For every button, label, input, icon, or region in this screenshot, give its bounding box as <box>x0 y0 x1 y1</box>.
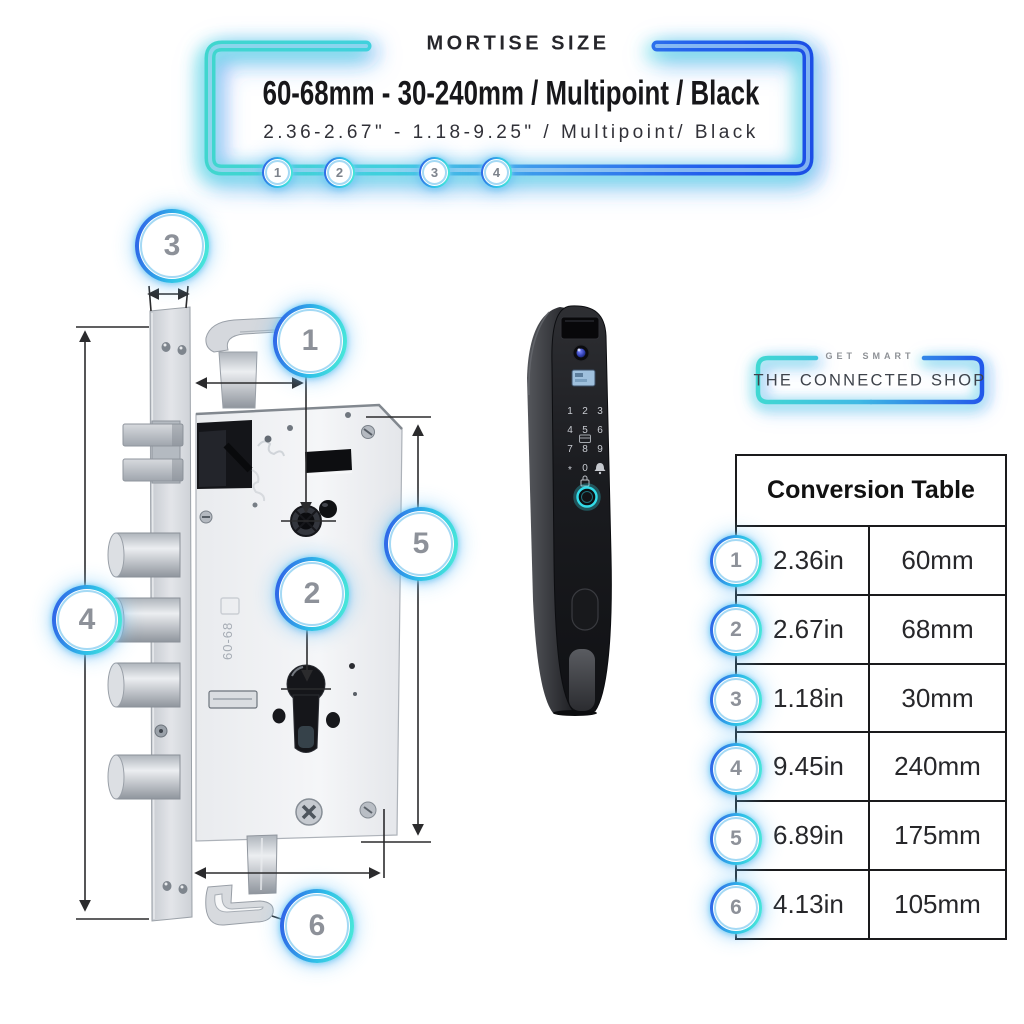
table-marker-label: 2 <box>730 618 742 641</box>
diagram-callout-3: 3 <box>135 209 209 283</box>
banner-marker-label: 2 <box>335 165 344 180</box>
latch-guide-cylinder <box>218 351 258 409</box>
bottom-panel <box>569 649 595 711</box>
key-7: 7 <box>567 444 573 455</box>
euro-cylinder <box>272 664 340 753</box>
millimeters-cell: 68mm <box>901 613 974 644</box>
banner-frame <box>204 40 814 176</box>
fingerprint-ring <box>573 483 601 511</box>
conversion-table-title: Conversion Table <box>737 456 1005 527</box>
table-row: 1.18in 30mm <box>737 664 1005 734</box>
callout-label: 5 <box>412 527 430 560</box>
key-6: 6 <box>597 425 603 436</box>
key-3: 3 <box>597 406 603 417</box>
dark-slot <box>305 449 352 473</box>
millimeters-cell: 30mm <box>901 682 974 713</box>
diagram-callout-2: 2 <box>275 557 349 631</box>
card-icon <box>579 434 591 443</box>
millimeters-cell: 60mm <box>901 544 974 575</box>
inches-cell: 1.18in <box>737 664 870 732</box>
logo-frame <box>755 355 985 405</box>
table-marker-label: 5 <box>730 827 742 850</box>
sensor-window <box>560 316 600 340</box>
key-2: 2 <box>582 406 588 417</box>
lock-icon <box>580 475 590 487</box>
table-marker-label: 1 <box>730 549 742 572</box>
table-row: 6.89in 175mm <box>737 802 1005 872</box>
banner-marker-1: 1 <box>262 157 293 188</box>
callout-label: 2 <box>303 577 321 610</box>
key-star: * <box>568 465 572 476</box>
table-marker-6: 6 <box>710 882 762 934</box>
inches-cell: 9.45in <box>737 733 870 801</box>
table-row: 2.67in 68mm <box>737 595 1005 665</box>
banner-marker-label: 1 <box>273 165 282 180</box>
logo-tagline: GET SMART <box>825 351 915 361</box>
logo-brand-name: THE CONNECTED SHOP <box>753 371 987 390</box>
banner-subheadline: 2.36-2.67" - 1.18-9.25" / Multipoint/ Bl… <box>263 122 759 143</box>
banner-marker-3: 3 <box>419 157 450 188</box>
diagram-callout-5: 5 <box>384 507 458 581</box>
table-marker-label: 6 <box>730 896 742 919</box>
diagram-callout-6: 6 <box>280 889 354 963</box>
status-screen <box>571 369 596 387</box>
table-row: 9.45in 240mm <box>737 733 1005 803</box>
body-stamp: 60-68 <box>220 622 235 660</box>
banner-title: MORTISE SIZE <box>426 32 610 55</box>
banner-marker-label: 3 <box>430 165 439 180</box>
camera-lens <box>572 344 590 362</box>
key-9: 9 <box>597 444 603 455</box>
conversion-table: Conversion Table 2.36in 60mm 2.67in 68mm… <box>735 454 1007 940</box>
bottom-hook-bolt <box>205 884 274 926</box>
callout-label: 4 <box>78 603 96 636</box>
millimeters-cell: 240mm <box>894 751 981 782</box>
banner-marker-label: 4 <box>492 165 501 180</box>
key-cover-button <box>571 588 599 631</box>
millimeters-cell: 105mm <box>894 889 981 920</box>
key-0: 0 <box>582 463 588 474</box>
table-row: 2.36in 60mm <box>737 527 1005 596</box>
table-row: 4.13in 105mm <box>737 871 1005 938</box>
mortise-lock-diagram: 60-68 <box>107 306 403 926</box>
key-5: 5 <box>582 425 588 436</box>
diagram-callout-4: 4 <box>52 585 122 655</box>
deadbolt-cylinders <box>107 532 181 800</box>
table-marker-label: 3 <box>730 688 742 711</box>
banner-headline: 60-68mm - 30-240mm / Multipoint / Black <box>262 74 760 113</box>
key-4: 4 <box>567 425 573 436</box>
table-marker-5: 5 <box>710 813 762 865</box>
key-1: 1 <box>567 406 573 417</box>
banner-marker-4: 4 <box>481 157 512 188</box>
inches-cell: 2.67in <box>737 595 870 663</box>
table-marker-4: 4 <box>710 743 762 795</box>
smart-lock-product: 1 2 3 4 5 6 7 8 9 * 0 <box>527 305 612 716</box>
key-8: 8 <box>582 444 588 455</box>
inches-cell: 6.89in <box>737 802 870 870</box>
callout-label: 6 <box>308 909 326 942</box>
keypad: 1 2 3 4 5 6 7 8 9 * 0 <box>567 406 606 487</box>
millimeters-cell: 175mm <box>894 820 981 851</box>
inches-cell: 4.13in <box>737 871 870 938</box>
inches-cell: 2.36in <box>737 527 870 594</box>
callout-label: 3 <box>163 229 181 262</box>
table-marker-2: 2 <box>710 604 762 656</box>
banner-marker-2: 2 <box>324 157 355 188</box>
table-marker-3: 3 <box>710 674 762 726</box>
table-marker-1: 1 <box>710 535 762 587</box>
callout-label: 1 <box>301 324 319 357</box>
bell-icon <box>594 463 606 471</box>
diagram-callout-1: 1 <box>273 304 347 378</box>
table-marker-label: 4 <box>730 757 742 780</box>
